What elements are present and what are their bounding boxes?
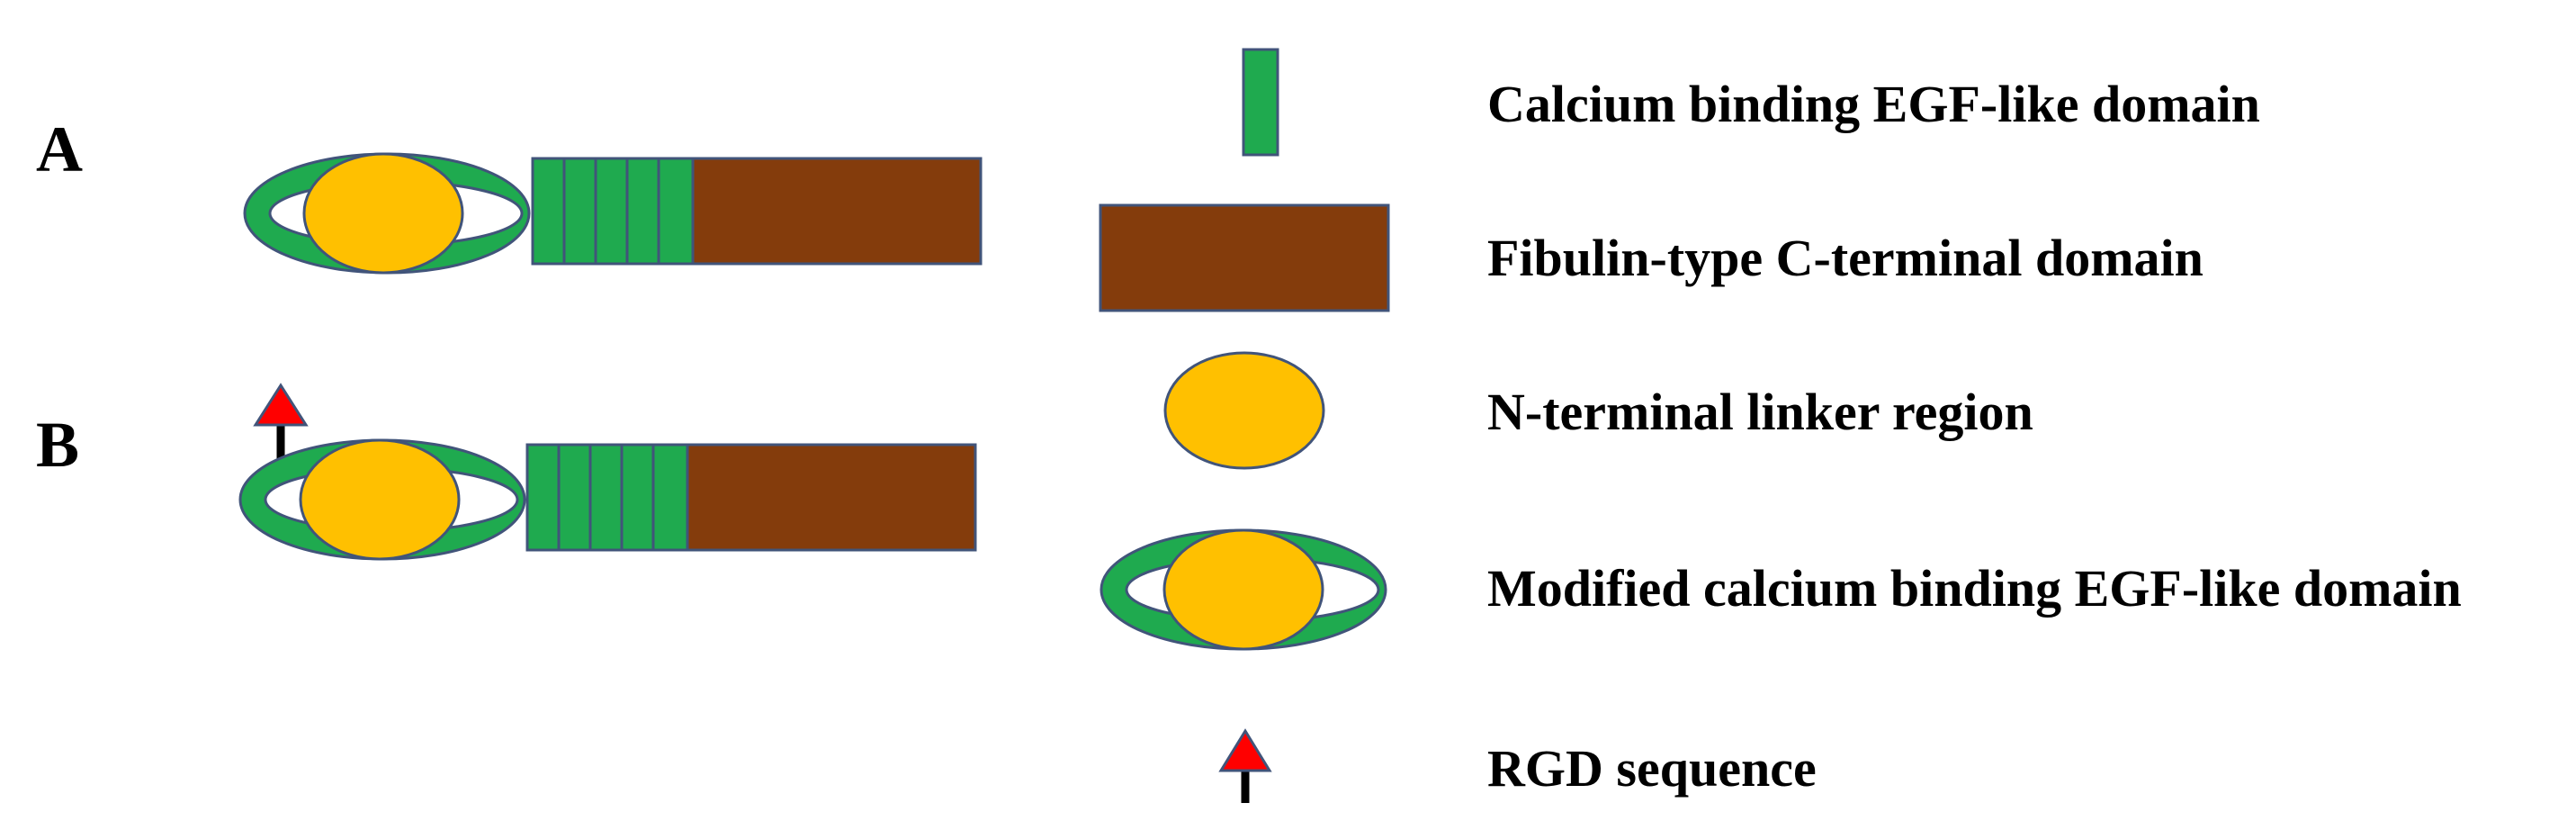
- linker-region: [299, 438, 461, 561]
- linker-region: [1162, 528, 1324, 651]
- linker-region: [302, 152, 464, 275]
- egf-domain: [594, 157, 629, 266]
- protein-structure-b: [238, 383, 977, 561]
- legend-fibulin-domain-swatch: [1099, 203, 1390, 312]
- panel-label-b: B: [36, 409, 79, 481]
- panel-a: A: [36, 113, 983, 275]
- legend-egf-domain-swatch: [1242, 48, 1279, 157]
- egf-domain: [557, 443, 592, 552]
- egf-domain: [625, 157, 660, 266]
- legend-label-modified-egf-domain: Modified calcium binding EGF-like domain: [1487, 559, 2462, 618]
- egf-domain: [651, 443, 689, 552]
- egf-domain-stack: [525, 443, 689, 552]
- legend-modified-egf-swatch: [1100, 528, 1387, 651]
- egf-domain: [657, 157, 695, 266]
- egf-domain: [525, 443, 561, 552]
- rgd-arrow-head: [253, 383, 309, 427]
- legend: Calcium binding EGF-like domain Fibulin-…: [1099, 48, 2462, 803]
- fibulin-domain: [691, 157, 983, 266]
- fibulin-domain: [686, 443, 977, 552]
- legend-label-fibulin-domain: Fibulin-type C-terminal domain: [1487, 229, 2204, 287]
- panel-b: B: [36, 383, 977, 561]
- egf-domain: [531, 157, 566, 266]
- legend-rgd-arrow-icon: [1218, 728, 1272, 803]
- protein-structure-a: [243, 152, 983, 275]
- egf-domain: [620, 443, 655, 552]
- egf-domain-stack: [531, 157, 695, 266]
- legend-label-rgd-sequence: RGD sequence: [1487, 739, 1817, 798]
- panel-label-a: A: [36, 113, 83, 185]
- legend-linker-region-swatch: [1163, 351, 1325, 470]
- rgd-arrow-head: [1218, 728, 1272, 772]
- legend-label-linker-region: N-terminal linker region: [1487, 383, 2033, 441]
- rgd-arrow-icon: [253, 383, 309, 459]
- legend-label-egf-domain: Calcium binding EGF-like domain: [1487, 75, 2260, 133]
- egf-domain: [588, 443, 624, 552]
- egf-domain: [562, 157, 597, 266]
